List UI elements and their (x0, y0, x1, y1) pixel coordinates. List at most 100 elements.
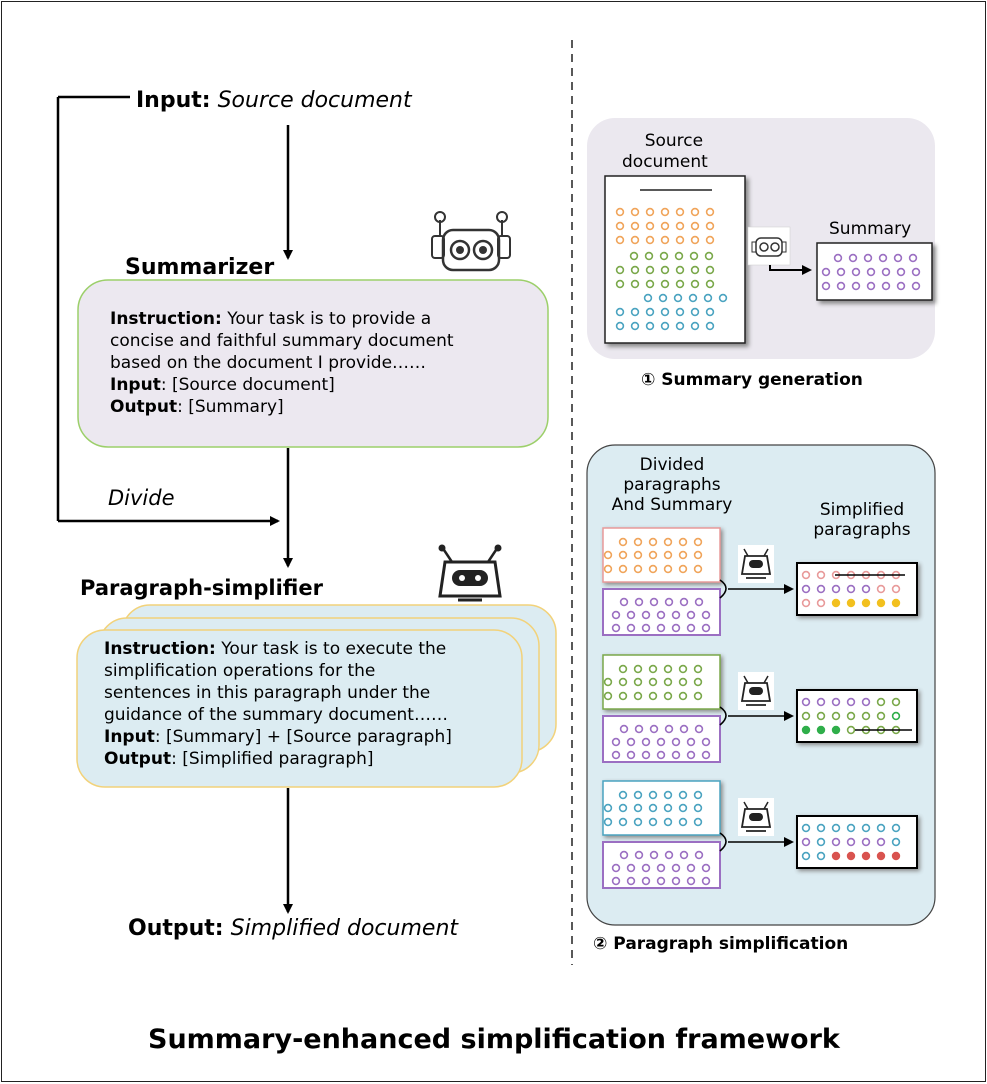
dot (876, 851, 886, 861)
dot (846, 697, 856, 707)
simplifier-input-label: Input (104, 727, 155, 747)
dot (618, 817, 628, 827)
dot (689, 251, 699, 261)
dot (641, 750, 651, 760)
dot (615, 207, 625, 217)
dot (633, 817, 643, 827)
dot (671, 876, 681, 886)
output-label: Output: Simplified document (128, 916, 458, 941)
dot (846, 711, 856, 721)
dot (703, 293, 713, 303)
dot (658, 293, 668, 303)
dot (660, 265, 670, 275)
dot (663, 691, 673, 701)
dot (660, 279, 670, 289)
dot (626, 876, 636, 886)
dot (673, 293, 683, 303)
dot (618, 664, 628, 674)
dot (701, 623, 711, 633)
dot (645, 307, 655, 317)
dot (846, 598, 856, 608)
dot (704, 251, 714, 261)
figure-title: Summary-enhanced simplification framewor… (148, 1024, 840, 1055)
dot (656, 737, 666, 747)
dot (656, 863, 666, 873)
simplifier-instruction-line: simplification operations for the (104, 661, 376, 681)
dot (675, 279, 685, 289)
dot (603, 691, 613, 701)
dot (678, 803, 688, 813)
dot (626, 863, 636, 873)
summarizer-input-label: Input (110, 375, 161, 395)
dot (615, 265, 625, 275)
dot (641, 863, 651, 873)
dot (705, 265, 715, 275)
paragraph-simplification-graphics (602, 527, 918, 889)
dot (626, 750, 636, 760)
summarizer-instruction: Instruction: Your task is to provide a c… (110, 308, 454, 418)
dot (603, 564, 613, 574)
dot (686, 750, 696, 760)
dot (851, 281, 861, 291)
panel1-arrow (769, 265, 812, 275)
dot (675, 307, 685, 317)
dot (693, 817, 703, 827)
panel2-robot-icon (738, 798, 774, 836)
dot (648, 564, 658, 574)
dot (831, 584, 841, 594)
dot (891, 823, 901, 833)
dot (648, 537, 658, 547)
dot (686, 863, 696, 873)
summary-dots (821, 253, 921, 291)
dot (690, 265, 700, 275)
dot (660, 307, 670, 317)
simplifier-input-value: : [Summary] + [Source paragraph] (154, 727, 452, 747)
dot (678, 691, 688, 701)
dot (846, 584, 856, 594)
simplifier-output-value: : [Simplified paragraph] (171, 749, 374, 769)
dot (694, 724, 704, 734)
dot (701, 876, 711, 886)
dot (801, 570, 811, 580)
dot (801, 584, 811, 594)
dot (633, 550, 643, 560)
dot (831, 598, 841, 608)
dot (693, 664, 703, 674)
dot (634, 724, 644, 734)
dot (656, 610, 666, 620)
output-prefix: Output: (128, 916, 224, 941)
dot (893, 253, 903, 263)
dot (641, 737, 651, 747)
dot (816, 823, 826, 833)
summarizer-instruction-line: concise and faithful summary document (110, 331, 454, 351)
dot (863, 253, 873, 263)
dot (693, 803, 703, 813)
summarizer-title: Summarizer (125, 255, 275, 280)
dot (663, 664, 673, 674)
dot (630, 235, 640, 245)
dot (626, 623, 636, 633)
dot (816, 851, 826, 861)
dot (648, 790, 658, 800)
simplifier-robot-icon (438, 544, 502, 602)
simplifier-output-label: Output (104, 749, 172, 769)
dot (663, 564, 673, 574)
dot (664, 724, 674, 734)
dot (611, 750, 621, 760)
dot (603, 817, 613, 827)
dot (645, 207, 655, 217)
dot (678, 537, 688, 547)
dot (833, 253, 843, 263)
dot (645, 279, 655, 289)
input-prefix: Input: (136, 88, 211, 113)
dot (686, 737, 696, 747)
source-document-label-line: document (622, 152, 708, 172)
dot (690, 307, 700, 317)
summarizer-instruction-line: based on the document I provide…… (110, 353, 427, 373)
dot (846, 837, 856, 847)
dot (690, 207, 700, 217)
brace (719, 832, 727, 852)
dot (674, 251, 684, 261)
dot (896, 267, 906, 277)
